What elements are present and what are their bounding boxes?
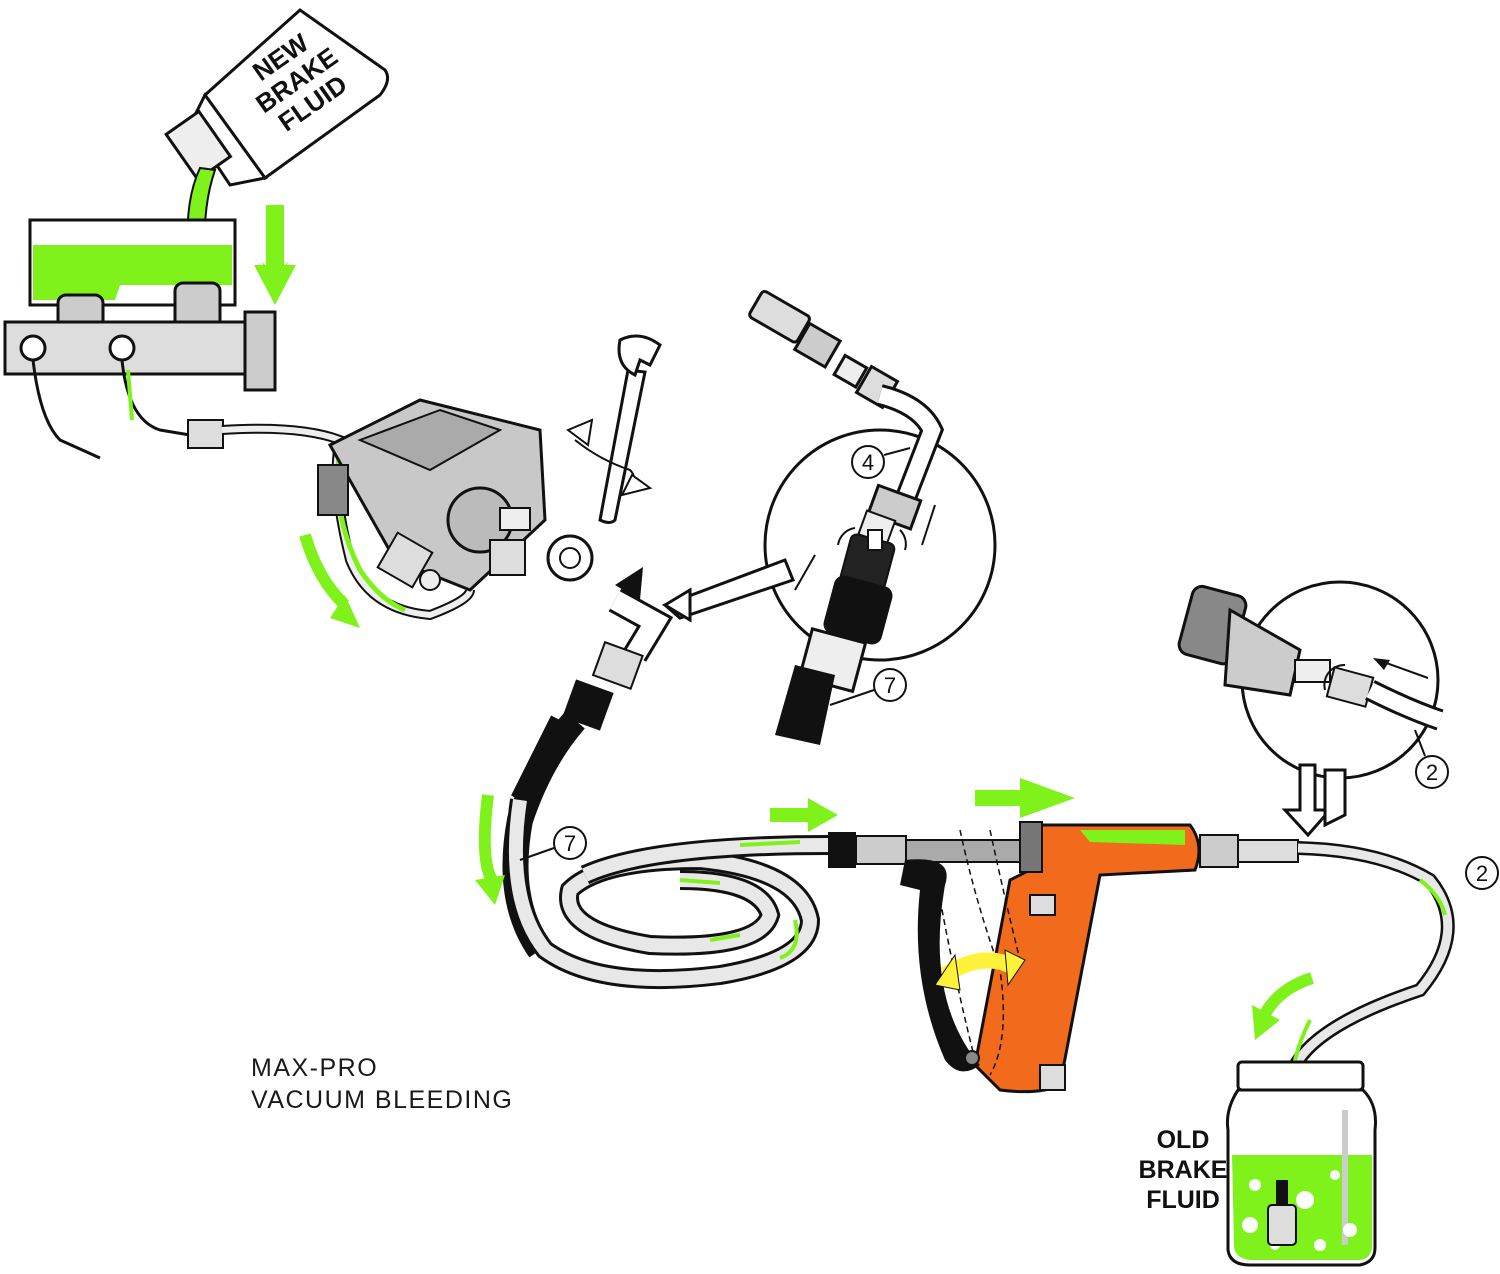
callout-pointer bbox=[662, 558, 795, 620]
vacuum-gun bbox=[828, 821, 1299, 1094]
callout-2-outlet: 2 bbox=[1476, 861, 1488, 886]
hose-adapter bbox=[775, 529, 896, 745]
jar-label-line3: FLUID bbox=[1146, 1186, 1220, 1214]
arrow-hose-flow bbox=[478, 794, 498, 884]
arrow-flow-right-1-icon bbox=[770, 798, 838, 832]
diagram-caption: MAX-PRO VACUUM BLEEDING bbox=[251, 1052, 513, 1116]
callout-4: 4 bbox=[862, 450, 874, 475]
wrench-icon bbox=[546, 334, 662, 582]
brake-caliper bbox=[221, 398, 547, 621]
caption-line2: VACUUM BLEEDING bbox=[251, 1086, 514, 1114]
callout-circle-7-adapter bbox=[873, 668, 907, 702]
callout-circle-2-detail bbox=[1415, 755, 1449, 789]
arrow-caliper-flow-icon bbox=[330, 595, 360, 628]
arrow-black-icon bbox=[615, 567, 643, 600]
callout-7-adapter: 7 bbox=[884, 673, 896, 698]
master-cylinder bbox=[3, 218, 277, 460]
callout-circle-2-outlet bbox=[1465, 856, 1499, 890]
callout-2-detail: 2 bbox=[1426, 760, 1438, 785]
arrow-drain-flow-icon bbox=[1252, 1005, 1280, 1040]
arrow-flow-right-2-icon bbox=[975, 778, 1075, 818]
arrow-fill-down-icon bbox=[254, 205, 296, 305]
jar-label-line2: BRAKE bbox=[1139, 1156, 1228, 1184]
caption-line1: MAX-PRO bbox=[251, 1054, 379, 1082]
jar-label-line1: OLD bbox=[1157, 1126, 1210, 1154]
old-fluid-jar bbox=[1226, 1060, 1377, 1267]
arrow-hose-flow-icon bbox=[475, 875, 505, 905]
callout-circle-4 bbox=[851, 445, 885, 479]
detail-pointer bbox=[1281, 763, 1334, 838]
callout-circle-7-hose bbox=[553, 826, 587, 860]
gun-inlet-detail bbox=[1177, 584, 1444, 731]
callout-7-hose: 7 bbox=[564, 831, 576, 856]
new-fluid-bottle: NEW BRAKE FLUID bbox=[164, 8, 390, 251]
arrow-drain-flow bbox=[1256, 972, 1314, 1023]
arrow-caliper-flow bbox=[299, 533, 350, 610]
main-hose bbox=[502, 588, 831, 990]
